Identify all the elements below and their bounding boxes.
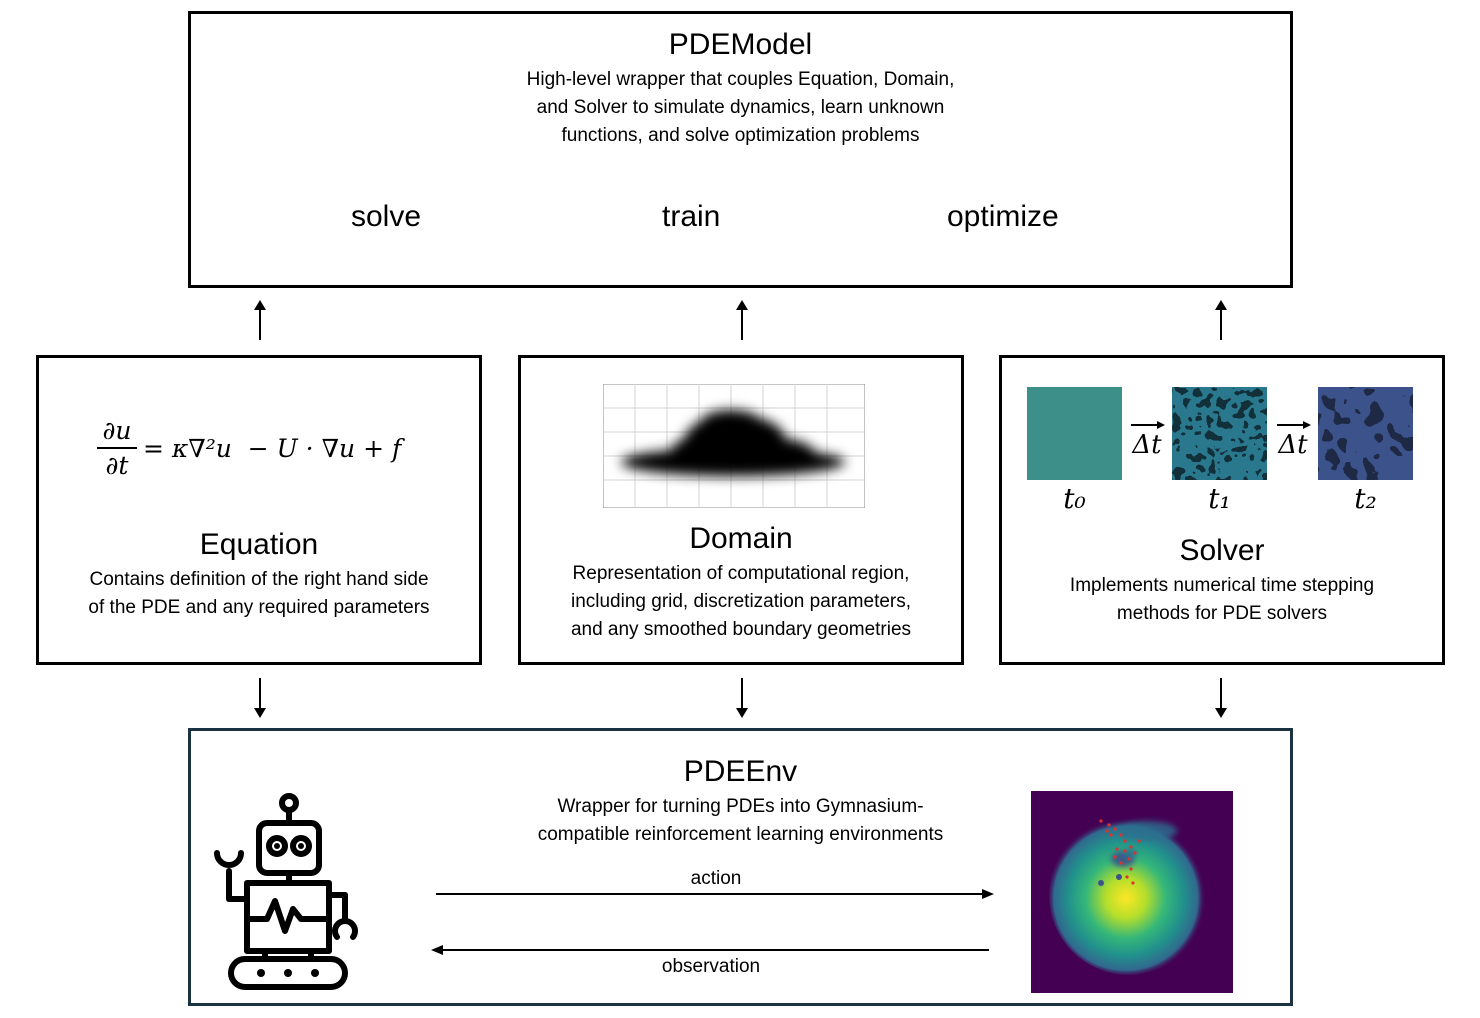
robot-icon	[214, 793, 358, 990]
domain-grid-image	[603, 384, 865, 508]
equation-description: Contains definition of the right hand si…	[88, 569, 430, 618]
up-arrow-equation	[254, 300, 266, 340]
formula-numerator: ∂u	[102, 416, 132, 445]
solver-state-t2	[1318, 387, 1413, 480]
time-label-t1: t₁	[1208, 482, 1231, 515]
up-arrow-solver	[1215, 300, 1227, 340]
solver-state-t1	[1172, 387, 1267, 480]
down-arrow-domain	[736, 678, 748, 718]
pdemodel-box: PDEModel High-level wrapper that couples…	[188, 11, 1293, 288]
action-arrow	[436, 889, 994, 899]
solver-state-t0	[1027, 387, 1122, 480]
method-optimize: optimize	[947, 200, 1059, 233]
action-label: action	[690, 868, 742, 889]
solver-step-2: Δt	[1273, 420, 1313, 460]
time-label-t0: t₀	[1063, 482, 1086, 515]
time-label-t2: t₂	[1354, 482, 1377, 515]
method-train: train	[662, 200, 721, 233]
formula-rhs: = κ∇²u − U · ∇u + f	[143, 433, 402, 463]
down-arrow-solver	[1215, 678, 1227, 718]
up-arrow-domain	[736, 300, 748, 340]
observation-label: observation	[661, 956, 761, 977]
domain-title: Domain	[689, 522, 793, 555]
method-solve: solve	[351, 200, 422, 233]
solver-box: Δt Δt t₀ t₁ t₂ Solver Implements numeric…	[999, 355, 1445, 665]
pdeenv-description: Wrapper for turning PDEs into Gymnasium-…	[537, 796, 944, 845]
pdemodel-title: PDEModel	[668, 28, 813, 61]
equation-formula: ∂u ∂t = κ∇²u − U · ∇u + f	[97, 416, 401, 480]
equation-box: ∂u ∂t = κ∇²u − U · ∇u + f Equation Conta…	[36, 355, 482, 665]
solver-description: Implements numerical time stepping metho…	[1069, 575, 1375, 624]
environment-field-image	[1031, 791, 1233, 993]
pdeenv-box: PDEEnv Wrapper for turning PDEs into Gym…	[188, 728, 1293, 1006]
domain-description: Representation of computational region, …	[570, 563, 912, 640]
pdeenv-title: PDEEnv	[683, 755, 798, 788]
equation-title: Equation	[199, 528, 319, 561]
formula-denominator: ∂t	[105, 451, 129, 480]
observation-arrow	[431, 945, 989, 955]
pdemodel-description: High-level wrapper that couples Equation…	[526, 69, 955, 146]
solver-title: Solver	[1179, 534, 1265, 567]
domain-box: Domain Representation of computational r…	[518, 355, 964, 665]
down-arrow-equation	[254, 678, 266, 718]
solver-step-1: Δt	[1127, 420, 1167, 460]
